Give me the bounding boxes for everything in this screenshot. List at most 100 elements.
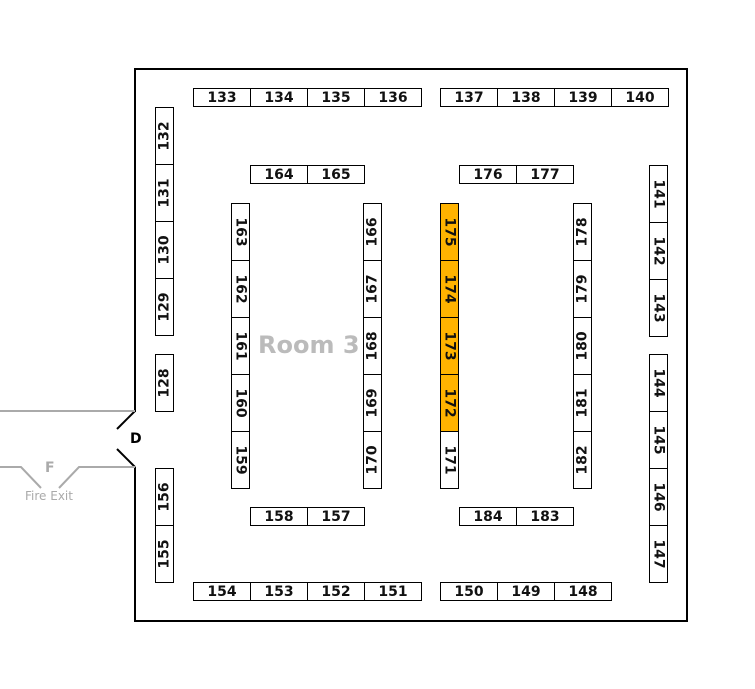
booth-number: 143 <box>650 293 667 323</box>
booth-145[interactable]: 145 <box>649 411 668 469</box>
booth-number: 129 <box>156 292 173 322</box>
booth-number: 177 <box>530 166 560 183</box>
fire-exit-line-right <box>58 466 135 489</box>
booth-184[interactable]: 184 <box>459 507 517 526</box>
booth-number: 183 <box>530 508 560 525</box>
booth-141[interactable]: 141 <box>649 165 668 223</box>
booth-number: 179 <box>574 274 591 304</box>
booth-number: 156 <box>156 482 173 512</box>
booth-180[interactable]: 180 <box>573 317 592 375</box>
booth-138[interactable]: 138 <box>497 88 555 107</box>
booth-130[interactable]: 130 <box>155 221 174 279</box>
booth-162[interactable]: 162 <box>231 260 250 318</box>
door-opening <box>130 412 140 467</box>
booth-167[interactable]: 167 <box>363 260 382 318</box>
booth-number: 140 <box>625 89 655 106</box>
booth-173[interactable]: 173 <box>440 317 459 375</box>
booth-168[interactable]: 168 <box>363 317 382 375</box>
booth-number: 137 <box>454 89 484 106</box>
booth-179[interactable]: 179 <box>573 260 592 318</box>
booth-140[interactable]: 140 <box>611 88 669 107</box>
booth-number: 163 <box>232 217 249 247</box>
door-label: D <box>130 431 142 447</box>
booth-number: 161 <box>232 331 249 361</box>
booth-139[interactable]: 139 <box>554 88 612 107</box>
booth-148[interactable]: 148 <box>554 582 612 601</box>
booth-133[interactable]: 133 <box>193 88 251 107</box>
booth-number: 167 <box>364 274 381 304</box>
fire-exit-letter: F <box>45 460 55 476</box>
booth-169[interactable]: 169 <box>363 374 382 432</box>
booth-number: 128 <box>156 368 173 398</box>
booth-160[interactable]: 160 <box>231 374 250 432</box>
booth-144[interactable]: 144 <box>649 354 668 412</box>
booth-129[interactable]: 129 <box>155 278 174 336</box>
booth-154[interactable]: 154 <box>193 582 251 601</box>
booth-143[interactable]: 143 <box>649 279 668 337</box>
booth-number: 133 <box>207 89 237 106</box>
booth-number: 184 <box>473 508 503 525</box>
booth-number: 162 <box>232 274 249 304</box>
booth-146[interactable]: 146 <box>649 468 668 526</box>
booth-178[interactable]: 178 <box>573 203 592 261</box>
booth-165[interactable]: 165 <box>307 165 365 184</box>
booth-156[interactable]: 156 <box>155 468 174 526</box>
booth-149[interactable]: 149 <box>497 582 555 601</box>
booth-number: 149 <box>511 583 541 600</box>
booth-150[interactable]: 150 <box>440 582 498 601</box>
booth-number: 154 <box>207 583 237 600</box>
booth-number: 146 <box>650 482 667 512</box>
booth-157[interactable]: 157 <box>307 507 365 526</box>
booth-136[interactable]: 136 <box>364 88 422 107</box>
booth-176[interactable]: 176 <box>459 165 517 184</box>
booth-161[interactable]: 161 <box>231 317 250 375</box>
booth-182[interactable]: 182 <box>573 431 592 489</box>
room-wall <box>134 68 688 622</box>
booth-177[interactable]: 177 <box>516 165 574 184</box>
room-label: Room 3 <box>258 331 360 359</box>
booth-number: 165 <box>321 166 351 183</box>
booth-147[interactable]: 147 <box>649 525 668 583</box>
booth-number: 176 <box>473 166 503 183</box>
door-line-upper <box>116 410 136 430</box>
booth-number: 164 <box>264 166 294 183</box>
booth-166[interactable]: 166 <box>363 203 382 261</box>
booth-159[interactable]: 159 <box>231 431 250 489</box>
booth-number: 168 <box>364 331 381 361</box>
booth-142[interactable]: 142 <box>649 222 668 280</box>
booth-number: 170 <box>364 445 381 475</box>
booth-128[interactable]: 128 <box>155 354 174 412</box>
booth-number: 144 <box>650 368 667 398</box>
booth-181[interactable]: 181 <box>573 374 592 432</box>
booth-158[interactable]: 158 <box>250 507 308 526</box>
booth-174[interactable]: 174 <box>440 260 459 318</box>
booth-135[interactable]: 135 <box>307 88 365 107</box>
booth-151[interactable]: 151 <box>364 582 422 601</box>
booth-153[interactable]: 153 <box>250 582 308 601</box>
booth-131[interactable]: 131 <box>155 164 174 222</box>
booth-number: 173 <box>441 331 458 361</box>
booth-163[interactable]: 163 <box>231 203 250 261</box>
booth-132[interactable]: 132 <box>155 107 174 165</box>
booth-170[interactable]: 170 <box>363 431 382 489</box>
booth-152[interactable]: 152 <box>307 582 365 601</box>
booth-number: 132 <box>156 121 173 151</box>
booth-number: 171 <box>441 445 458 475</box>
booth-134[interactable]: 134 <box>250 88 308 107</box>
booth-171[interactable]: 171 <box>440 431 459 489</box>
booth-number: 150 <box>454 583 484 600</box>
booth-number: 182 <box>574 445 591 475</box>
fire-exit-line-left <box>0 466 42 489</box>
booth-number: 160 <box>232 388 249 418</box>
booth-175[interactable]: 175 <box>440 203 459 261</box>
booth-155[interactable]: 155 <box>155 525 174 583</box>
booth-172[interactable]: 172 <box>440 374 459 432</box>
booth-number: 178 <box>574 217 591 247</box>
booth-137[interactable]: 137 <box>440 88 498 107</box>
booth-number: 148 <box>568 583 598 600</box>
door-line-lower <box>116 448 136 468</box>
booth-164[interactable]: 164 <box>250 165 308 184</box>
booth-number: 130 <box>156 235 173 265</box>
booth-183[interactable]: 183 <box>516 507 574 526</box>
